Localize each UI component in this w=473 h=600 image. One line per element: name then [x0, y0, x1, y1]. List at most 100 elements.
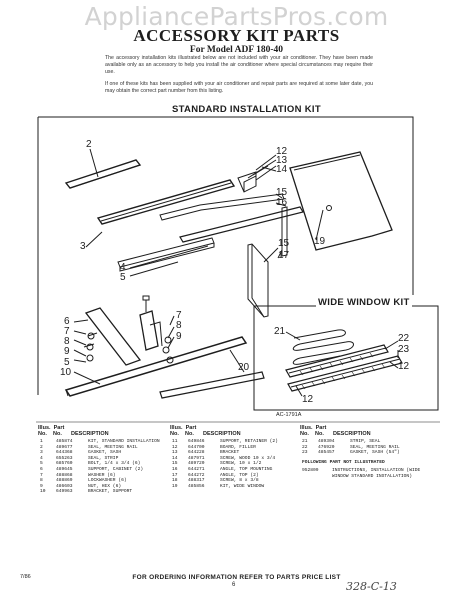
description-cell: SEAL, STRIP — [88, 455, 119, 461]
illus-no-cell: 12 — [172, 444, 178, 450]
watermark: AppliancePartsPros.com — [84, 2, 389, 31]
description-cell: KIT, STANDARD INSTALLATION — [88, 439, 160, 444]
col1-partno-header: No. — [53, 431, 62, 437]
callout-3: 3 — [80, 241, 86, 252]
description-cell: SCREW, WOOD 10 x 3/4 — [220, 455, 276, 461]
part-no-cell: 644228 — [188, 450, 205, 456]
col2-illus-header: Illus. — [170, 425, 183, 431]
parts-row: 8 488869 LOCKWASHER (6) — [40, 478, 162, 484]
illus-no-cell: 3 — [40, 450, 43, 456]
callout-5: 5 — [120, 272, 126, 283]
description-cell: STRIP, SEAL — [350, 439, 381, 444]
col3-desc-header: DESCRIPTION — [333, 431, 371, 437]
col2-partno-header: No. — [185, 431, 194, 437]
ordering-footer: FOR ORDERING INFORMATION REFER TO PARTS … — [132, 574, 341, 581]
part-no-cell: 488869 — [56, 478, 73, 484]
callout-9: 9 — [64, 346, 70, 357]
parts-row: 3 644368 GASKET, SASH — [40, 450, 162, 456]
col1-header: Illus. Part No. No. DESCRIPTION — [38, 425, 109, 437]
part-no-cell: 644368 — [56, 450, 73, 456]
parts-row: 5 685760 BOLT, 1/4 x 3/4 (6) — [40, 461, 162, 467]
callout-19: 19 — [314, 236, 326, 247]
part-no-cell: 487971 — [188, 455, 205, 461]
col1-illus-header: Illus. — [38, 425, 51, 431]
part-no-cell: 485874 — [56, 439, 73, 444]
description-cell: NUT, HEX (6) — [88, 483, 122, 489]
callout-4: 4 — [120, 262, 126, 273]
not-illustrated-desc: INSTRUCTIONS, INSTALLATION (WIDE WINDOW … — [332, 468, 421, 479]
illus-no-cell: 19 — [172, 483, 178, 489]
callout-9b: 9 — [176, 331, 182, 342]
description-cell: ANGLE, TOP (2) — [220, 472, 259, 478]
description-cell: BRACKET — [220, 450, 240, 456]
callout-10: 10 — [60, 367, 72, 378]
intro-paragraph-2: If one of these kits has been supplied w… — [105, 81, 373, 94]
print-code: 7/86 — [20, 574, 31, 580]
col3-part-header: Part — [315, 425, 327, 431]
description-cell: BOARD, FILLER — [220, 444, 256, 450]
illus-no-cell: 7 — [40, 472, 43, 478]
callout-8: 8 — [64, 336, 70, 347]
illus-no-cell: 1 — [40, 439, 43, 444]
part-no-cell: 489304 — [318, 439, 335, 444]
callout-15: 15 — [276, 187, 288, 198]
parts-row: 13 644228 BRACKET — [172, 450, 280, 456]
not-illustrated-label: FOLLOWING PART NOT ILLUSTRATED — [302, 460, 385, 465]
callout-6: 6 — [64, 316, 70, 327]
callout-13: 13 — [276, 155, 288, 166]
description-cell: SCREW, 8 x 3/8 — [220, 478, 259, 484]
description-cell: SEAL, MEETING RAIL — [88, 444, 138, 450]
not-illustrated-part: 952809 — [302, 468, 319, 473]
parts-row: 21 489304 STRIP, SEAL — [302, 439, 402, 445]
illus-no-cell: 21 — [302, 439, 308, 444]
description-cell: BOLT, 1/4 x 3/4 (6) — [88, 461, 141, 467]
description-cell: SCREW, 10 x 1/2 — [220, 461, 262, 467]
callout-12: 12 — [276, 146, 288, 157]
description-cell: BRACKET, SUPPORT — [88, 489, 133, 495]
col2-header: Illus. Part No. No. DESCRIPTION — [170, 425, 241, 437]
description-cell: GASKET, SASH — [88, 450, 122, 456]
part-no-cell: 485856 — [188, 483, 205, 489]
page-subtitle: For Model ADF 180-40 — [189, 45, 284, 55]
diagram-code: AC-1791A — [276, 412, 302, 418]
col3-partno-header: No. — [315, 431, 324, 437]
part-no-cell: 485457 — [318, 450, 335, 456]
col1-no-header: No. — [38, 431, 47, 437]
illus-no-cell: 6 — [40, 466, 43, 472]
callout-15b: 15 — [278, 238, 290, 249]
intro-paragraph-1: The accessory installation kits illustra… — [105, 55, 373, 75]
illus-no-cell: 22 — [302, 444, 308, 450]
part-no-cell: 685760 — [56, 461, 73, 467]
part-no-cell: 649846 — [188, 439, 205, 444]
part-no-cell: 488317 — [188, 478, 205, 484]
callout-8b: 8 — [176, 320, 182, 331]
description-cell: LOCKWASHER (6) — [88, 478, 127, 484]
part-no-cell: 644271 — [188, 466, 205, 472]
illus-no-cell: 11 — [172, 439, 178, 444]
illus-no-cell: 17 — [172, 472, 178, 478]
illus-no-cell: 13 — [172, 450, 178, 456]
illus-no-cell: 2 — [40, 444, 43, 450]
callout-16: 16 — [276, 197, 288, 208]
callout-21: 21 — [274, 326, 286, 337]
part-no-cell: 489645 — [56, 466, 73, 472]
callout-2: 2 — [86, 139, 92, 150]
illus-no-cell: 5 — [40, 461, 43, 467]
illus-no-cell: 8 — [40, 478, 43, 484]
callout-23: 23 — [398, 344, 410, 355]
